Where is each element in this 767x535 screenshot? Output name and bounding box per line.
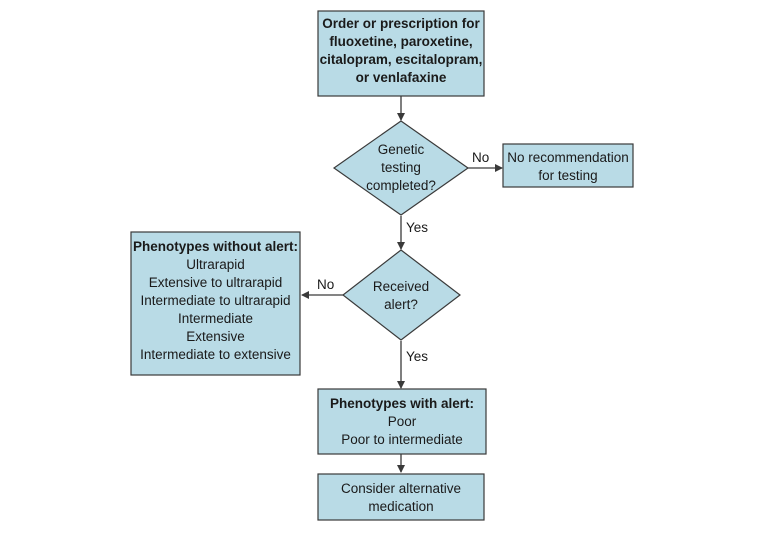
node-without-alert-label: Phenotypes without alert: Ultrarapid Ext…	[132, 239, 298, 362]
node-received-diamond	[342, 249, 461, 341]
node-norec-label: No recommendation for testing	[507, 150, 629, 183]
node-with-alert-label: Phenotypes with alert: Poor Poor to inte…	[318, 395, 486, 449]
node-genetic-label: Genetic testing completed?	[366, 142, 436, 193]
node-start-label: Order or prescription for fluoxetine, pa…	[319, 16, 483, 85]
node-genetic-diamond	[332, 120, 470, 216]
edge-received-yes-label: Yes	[406, 349, 429, 364]
node-norec-box	[502, 143, 634, 188]
node-without-alert-box	[130, 231, 301, 376]
node-received-label: Received alert?	[372, 279, 430, 312]
edge-genetic-yes-label: Yes	[406, 220, 429, 235]
with-alert-title: Phenotypes with alert:	[329, 396, 475, 411]
node-with-alert-box	[317, 388, 487, 455]
without-alert-title: Phenotypes without alert:	[132, 239, 298, 254]
node-consider-box	[317, 473, 485, 521]
edge-received-no-label: No	[317, 277, 335, 292]
edge-genetic-no-label: No	[472, 150, 490, 165]
node-consider-label: Consider alternative medication	[340, 481, 462, 514]
node-start-box	[317, 10, 485, 97]
